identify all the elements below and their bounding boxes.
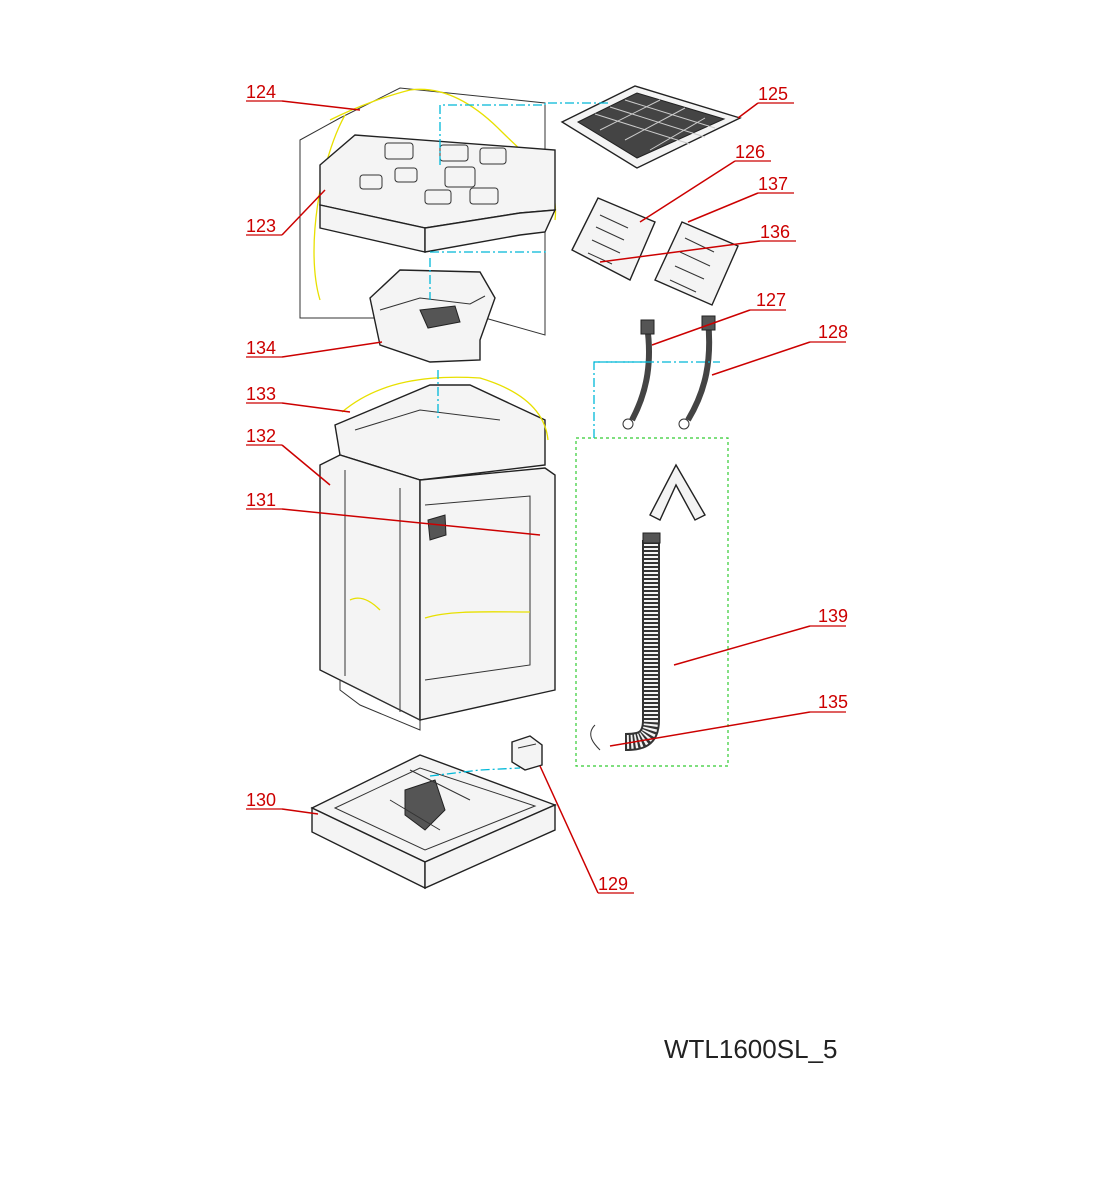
label-126: 126: [639, 142, 771, 223]
inlet-hoses: [622, 315, 716, 430]
svg-text:136: 136: [760, 222, 790, 242]
label-134: 134: [246, 338, 383, 358]
svg-text:128: 128: [818, 322, 848, 342]
cabinet-body: [319, 454, 556, 731]
svg-text:129: 129: [598, 874, 628, 894]
svg-text:125: 125: [758, 84, 788, 104]
drain-pump: [511, 735, 543, 771]
svg-text:139: 139: [818, 606, 848, 626]
svg-text:135: 135: [818, 692, 848, 712]
svg-text:133: 133: [246, 384, 276, 404]
label-131: 131: [246, 490, 541, 536]
svg-text:126: 126: [735, 142, 765, 162]
manual-booklets: [571, 197, 739, 306]
svg-text:137: 137: [758, 174, 788, 194]
lint-basket: [369, 269, 496, 363]
label-136: 136: [599, 222, 796, 263]
svg-text:134: 134: [246, 338, 276, 358]
label-125: 125: [737, 84, 794, 119]
svg-text:131: 131: [246, 490, 276, 510]
label-124: 124: [246, 82, 361, 111]
label-133: 133: [246, 384, 351, 413]
cabinet-base: [310, 754, 557, 890]
top-control-panel: [319, 134, 557, 253]
lint-filter-grille: [560, 85, 742, 169]
label-127: 127: [651, 290, 786, 346]
svg-text:123: 123: [246, 216, 276, 236]
svg-text:127: 127: [756, 290, 786, 310]
assembly-guide-lines: [429, 102, 720, 777]
label-123: 123: [246, 189, 326, 236]
label-139: 139: [673, 606, 848, 666]
label-132: 132: [246, 426, 331, 486]
model-code: WTL1600SL_5: [664, 1034, 838, 1064]
label-135: 135: [609, 692, 848, 747]
label-130: 130: [246, 790, 319, 815]
label-129: 129: [539, 765, 634, 894]
svg-text:124: 124: [246, 82, 276, 102]
label-137: 137: [687, 174, 794, 223]
label-128: 128: [711, 322, 848, 376]
svg-text:130: 130: [246, 790, 276, 810]
svg-text:132: 132: [246, 426, 276, 446]
drain-hose-group: [575, 437, 729, 767]
